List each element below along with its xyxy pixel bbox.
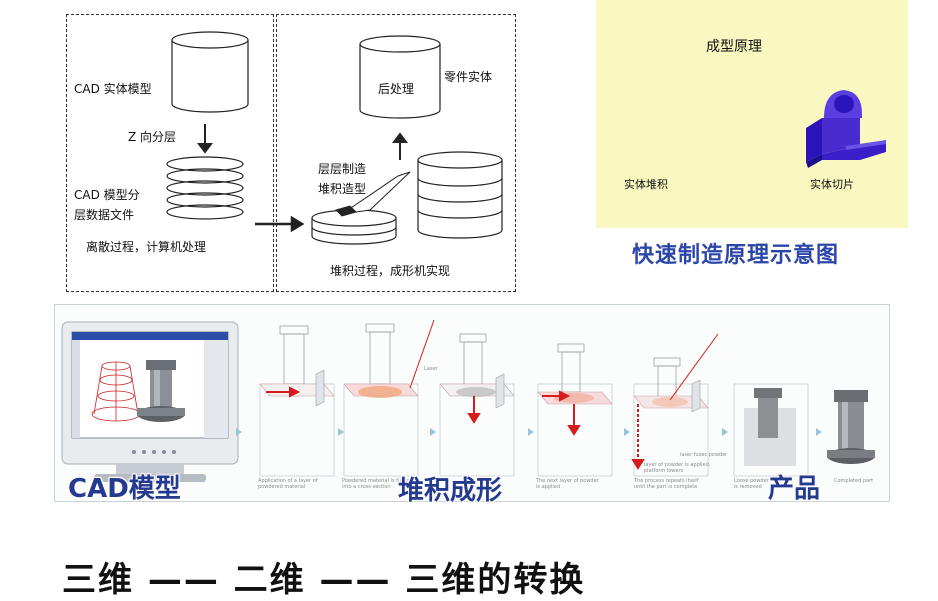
slicing-part-icon: [806, 90, 886, 168]
sheet-layer-icon: [335, 171, 411, 217]
part-solid-stack: [417, 151, 503, 239]
forming-principle-title: 成型原理: [706, 39, 762, 55]
step5-caption: Loose powder is removed: [734, 478, 769, 490]
step4-tower: [557, 343, 585, 393]
stack-forming-label: 堆积成形: [398, 476, 503, 506]
layer-slices-icon: [166, 156, 244, 220]
layer-by-layer-label-1: 层层制造: [318, 162, 367, 176]
loose-powder-tower: [744, 388, 796, 466]
up-arrow-icon: [392, 132, 408, 160]
step3-tower: [459, 333, 487, 387]
deposition-platform: [311, 209, 397, 245]
product-label: 产品: [768, 474, 821, 504]
process-arrows: [266, 319, 719, 470]
cad-solid-cylinder: [171, 31, 249, 113]
z-layering-label: Z 向分层: [128, 130, 177, 144]
part-solid-label: 零件实体: [444, 70, 493, 84]
discrete-process-label: 离散过程，计算机处理: [86, 240, 207, 254]
cad-layer-file-label-1: CAD 模型分: [74, 188, 140, 202]
conversion-title: 三维 —— 二维 —— 三维的转换: [62, 560, 586, 600]
step4-caption: The process repeats itself until the par…: [634, 478, 699, 490]
accumulation-process-label: 堆积过程，成形机实现: [330, 264, 451, 278]
cad-model-label: CAD模型: [68, 474, 181, 504]
step1-caption: Application of a layer of powdered mater…: [258, 478, 318, 490]
post-processing-cylinder: [359, 35, 441, 119]
cad-solid-model-label: CAD 实体模型: [74, 82, 152, 96]
step3-caption: The next layer of powder is applied: [536, 478, 599, 490]
cad-layer-file-label-2: 层数据文件: [74, 208, 135, 222]
right-arrow-icon: [255, 215, 305, 233]
laser-note: laser fuses powder: [680, 452, 728, 458]
process-strip-graphics: [61, 319, 875, 482]
layer-note: layer of powder is applied, platform low…: [644, 462, 711, 474]
cad-monitor-icon: [61, 321, 239, 482]
laser-label: Laser: [424, 366, 438, 372]
post-processing-label: 后处理: [378, 82, 415, 96]
rapid-manufacturing-caption: 快速制造原理示意图: [632, 243, 840, 268]
down-arrow-icon: [197, 124, 213, 154]
solid-stacking-label: 实体堆积: [624, 178, 668, 191]
step2-caption: Powdered material is fused into a cross-…: [342, 478, 410, 490]
process-diagram-graphics: [166, 31, 503, 245]
layer-by-layer-label-2: 堆积造型: [318, 182, 367, 196]
accumulation-process-box: [276, 14, 516, 292]
completed-part-tower: [827, 390, 875, 464]
solid-slicing-label: 实体切片: [810, 178, 854, 191]
step6-caption: Completed part: [834, 478, 874, 484]
discrete-process-box: [66, 14, 274, 292]
